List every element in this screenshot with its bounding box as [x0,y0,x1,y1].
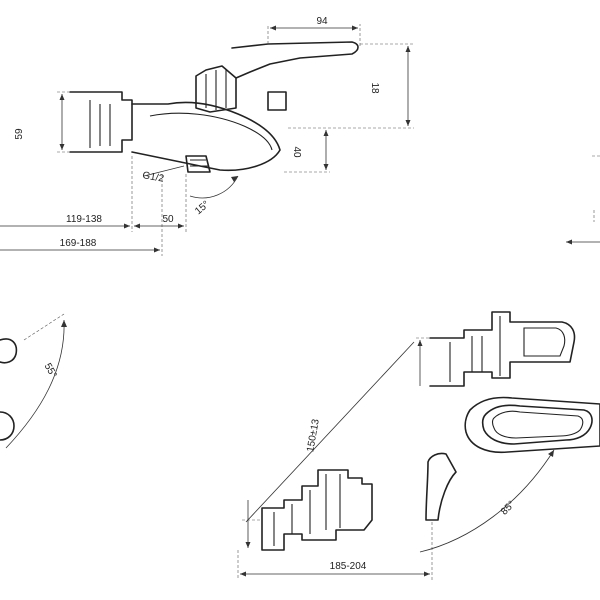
left-partial-view: 55° [0,313,67,449]
dim-top-width: 94 [316,16,328,27]
dim-height-18: 18 [369,82,380,94]
handle-lever [231,41,359,79]
dim-thread: G1/2 [141,170,165,185]
dim-base-angle: 85° [499,499,517,517]
dim-side-height: 150±13 [305,418,322,453]
dim-angle-top: 15° [193,199,212,217]
right-edge-fragment [566,155,600,245]
upper-bracket-plate [523,327,566,357]
dim-height-40: 40 [291,146,302,158]
dim-reach-outer: 169-188 [60,238,97,249]
handle-cartridge [195,65,237,113]
dim-base-width: 185-204 [330,561,367,572]
front-lever-inner [491,410,584,439]
front-lever [481,404,593,445]
upper-bracket-ribs [449,316,501,382]
front-neck [425,452,457,521]
lower-bracket [261,469,373,551]
top-view: 94 18 40 59 G1/2 15° 50 [0,16,414,256]
faucet-body [131,101,281,172]
dim-side-angle: 55° [42,361,59,380]
dim-offset-small: 50 [162,214,174,225]
dim-reach-inner: 119-138 [66,214,102,225]
partial-body [0,338,18,364]
upper-bracket [429,311,576,387]
outlet-nut [185,155,211,173]
lower-bracket-ribs [273,474,341,546]
dim-left-height: 59 [14,128,25,140]
partial-base [0,411,15,441]
handle-cartridge-ribs [205,70,227,110]
cartridge-cap [267,91,287,111]
wall-bracket-inner [89,100,111,148]
bottom-view: 150±13 85° 185-204 [237,311,600,580]
outlet-nut-thread [190,159,208,167]
faucet-body-inner [149,112,273,151]
front-body [464,396,600,454]
wall-bracket [69,91,133,153]
